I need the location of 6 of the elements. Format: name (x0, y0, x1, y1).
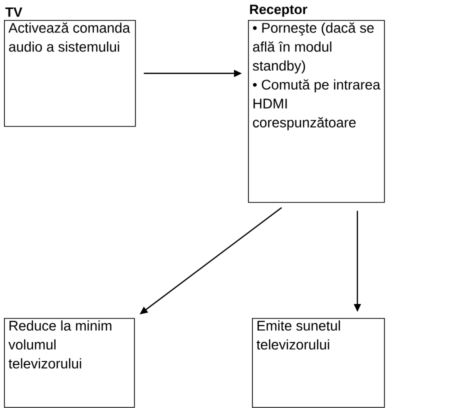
text-box: • Porneşte (dacă se află în modul standby) • Comută pe intrarea HDMI corespunzătoare (248, 20, 385, 203)
heading: Receptor (250, 4, 308, 17)
text-box: Reduce la minim volumul televizorului (4, 318, 135, 408)
heading: TV (5, 8, 22, 17)
text-box: Activează comanda audio a sistemului (4, 20, 136, 127)
text-box: Emite sunetul televizorului (252, 318, 385, 408)
